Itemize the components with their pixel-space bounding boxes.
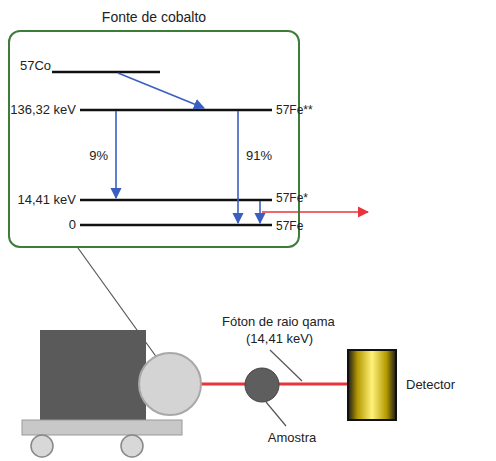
photon-energy-label: (14,41 keV) — [246, 331, 313, 347]
co-level — [52, 71, 160, 74]
energy-levels — [52, 72, 272, 225]
photon-label: Fóton de raio qama — [222, 314, 335, 330]
cart-body — [40, 330, 146, 420]
fe-level-2 — [80, 109, 272, 112]
percent-label: 9% — [89, 148, 108, 164]
wheel — [31, 435, 53, 457]
percent-label: 91% — [246, 148, 272, 164]
fe-level-1 — [80, 199, 272, 202]
panel-heading: Fonte de cobalto — [102, 8, 206, 26]
detector-outline — [348, 350, 396, 420]
sample — [245, 368, 279, 402]
energy-label: 14,41 keV — [17, 192, 76, 208]
leader-line — [270, 350, 302, 381]
energy-label: 0 — [69, 217, 76, 233]
isotope-label: 57Co — [20, 58, 51, 74]
source-panel: Fonte de cobalto — [8, 30, 300, 248]
transitions — [116, 73, 260, 223]
leader-line — [266, 402, 286, 426]
transition-arrow — [237, 111, 239, 223]
detector-label: Detector — [406, 377, 455, 393]
isotope-label: 57Fe** — [276, 102, 313, 118]
transition-arrow — [259, 201, 261, 223]
decay-arrow — [118, 73, 204, 108]
sample-label: Amostra — [268, 430, 316, 446]
detector — [348, 350, 396, 420]
isotope-label: 57Fe* — [276, 190, 308, 206]
transition-arrow — [115, 111, 117, 198]
gamma-arrow — [262, 211, 368, 213]
isotope-label: 57Fe — [276, 218, 303, 234]
wheel — [121, 435, 143, 457]
energy-label: 136,32 keV — [10, 102, 76, 118]
cobalt-source — [139, 353, 201, 415]
fe-ground-level — [80, 224, 272, 227]
cart-base — [22, 420, 182, 435]
